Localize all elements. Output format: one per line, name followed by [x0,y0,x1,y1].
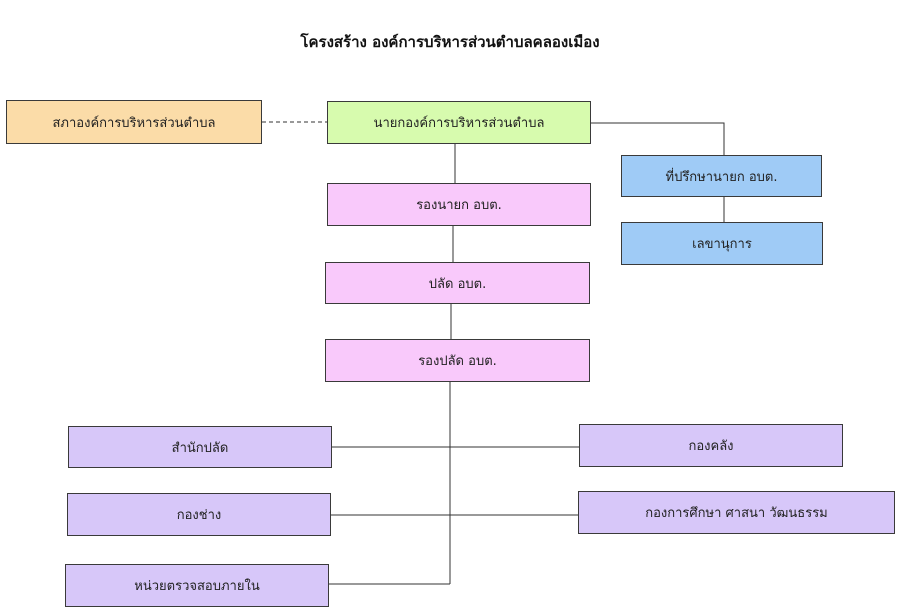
office-chief-box: สำนักปลัด [68,426,332,468]
internal-audit-box: หน่วยตรวจสอบภายใน [65,564,329,607]
council-label: สภาองค์การบริหารส่วนตำบล [52,115,216,131]
advisor-label: ที่ปรึกษานายก อบต. [665,169,778,185]
deputy-chief-admin-label: รองปลัด อบต. [418,354,497,369]
engineering-division-label: กองช่าง [176,508,222,523]
deputy-mayor-box: รองนายก อบต. [327,183,591,226]
chart-title: โครงสร้าง องค์การบริหารส่วนตำบลคลองเมือง [300,33,600,51]
deputy-mayor-label: รองนายก อบต. [416,198,502,213]
chief-admin-box: ปลัด อบต. [325,262,590,304]
mayor-advisor-connector [590,122,725,155]
council-box: สภาองค์การบริหารส่วนตำบล [6,100,262,144]
finance-division-label: กองคลัง [688,439,734,454]
internal-audit-label: หน่วยตรวจสอบภายใน [134,579,260,594]
secretary-label: เลขานุการ [692,237,752,252]
education-division-box: กองการศึกษา ศาสนา วัฒนธรรม [578,491,895,534]
mayor-box: นายกองค์การบริหารส่วนตำบล [327,101,591,144]
chief-admin-label: ปลัด อบต. [428,276,487,292]
deputy-chief-admin-box: รองปลัด อบต. [325,339,590,382]
mayor-label: นายกองค์การบริหารส่วนตำบล [373,116,545,131]
office-chief-label: สำนักปลัด [171,440,229,456]
secretary-box: เลขานุการ [621,222,823,265]
advisor-box: ที่ปรึกษานายก อบต. [621,155,822,197]
finance-division-box: กองคลัง [579,424,843,467]
engineering-division-box: กองช่าง [67,493,331,536]
education-division-label: กองการศึกษา ศาสนา วัฒนธรรม [645,506,828,521]
